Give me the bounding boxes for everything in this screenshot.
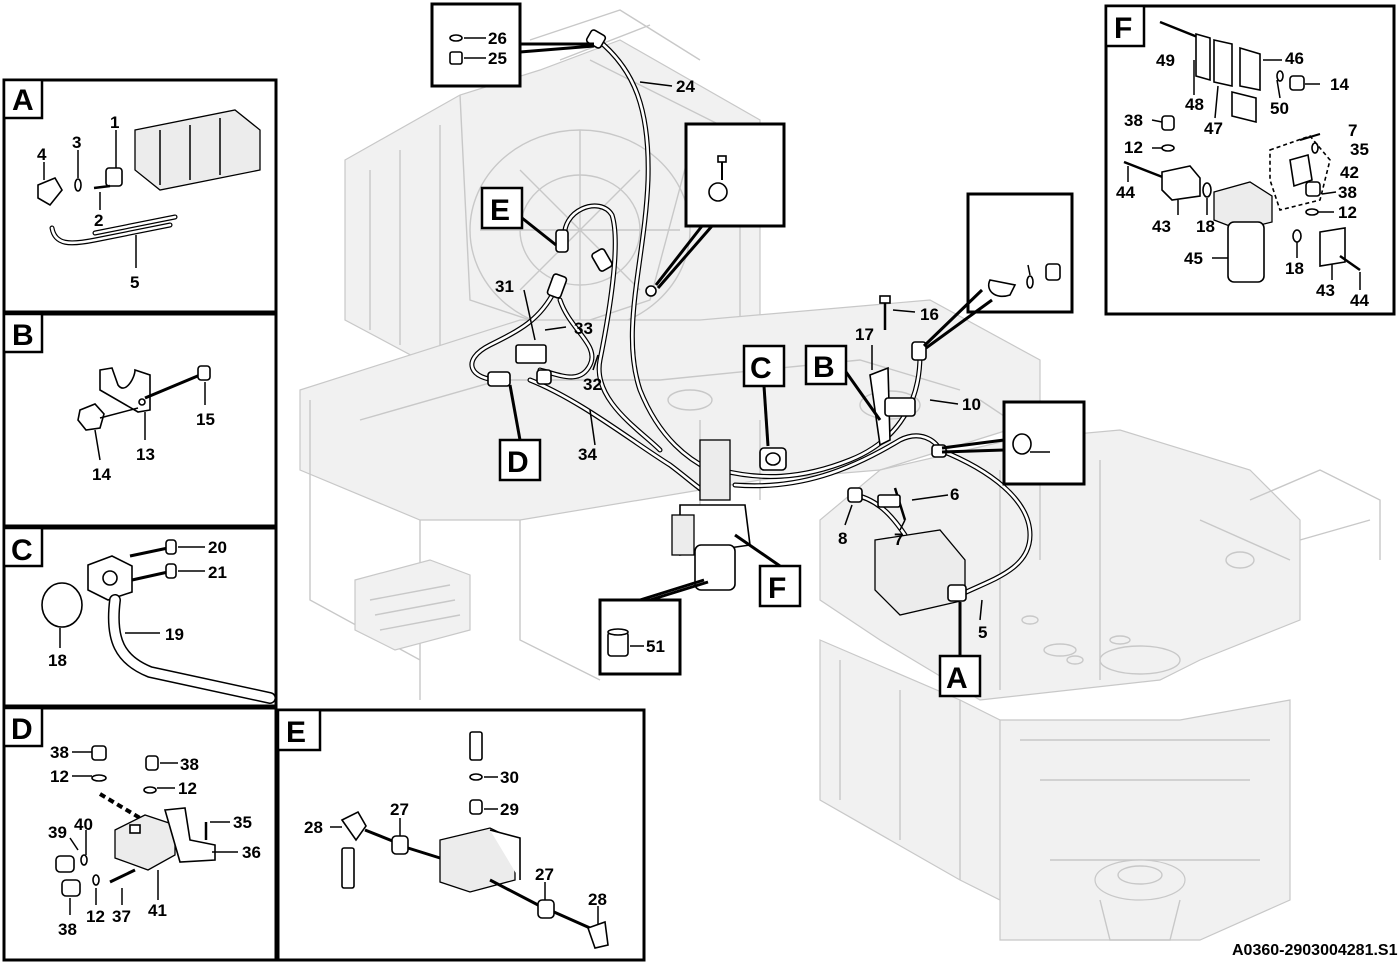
B-label-14: 14 (92, 465, 111, 484)
label-31: 31 (495, 277, 514, 296)
F-label-18a: 18 (1196, 217, 1215, 236)
C-label-21: 21 (208, 563, 227, 582)
label-33: 33 (574, 319, 593, 338)
D-label-41: 41 (148, 901, 167, 920)
D-label-38b: 38 (180, 755, 199, 774)
svg-text:E: E (286, 716, 306, 749)
F-label-48: 48 (1185, 95, 1204, 114)
hose-assembly (469, 37, 1033, 598)
F-label-18b: 18 (1285, 259, 1304, 278)
svg-text:C: C (11, 534, 33, 567)
B-label-13: 13 (136, 445, 155, 464)
E-label-29: 29 (500, 800, 519, 819)
tag-D: D (498, 384, 542, 482)
svg-text:B: B (813, 351, 835, 384)
D-label-35: 35 (233, 813, 252, 832)
label-51: 51 (646, 637, 665, 656)
svg-text:E: E (490, 194, 510, 227)
callout-box-9 (941, 400, 1086, 486)
F-label-43a: 43 (1152, 217, 1171, 236)
panel-E: E 30 29 28 27 27 28 (276, 708, 646, 962)
D-label-38c: 38 (58, 920, 77, 939)
D-label-12a: 12 (50, 767, 69, 786)
F-label-38a: 38 (1124, 111, 1143, 130)
F-label-46: 46 (1285, 49, 1304, 68)
label-17: 17 (855, 325, 874, 344)
F-label-47: 47 (1204, 119, 1223, 138)
E-label-30: 30 (500, 768, 519, 787)
E-label-28b: 28 (588, 890, 607, 909)
F-label-49: 49 (1156, 51, 1175, 70)
callout-box-51: 51 (598, 578, 709, 676)
B-label-15: 15 (196, 410, 215, 429)
D-label-38a: 38 (50, 743, 69, 762)
panel-C: C 20 21 19 18 (2, 526, 278, 708)
label-24: 24 (676, 77, 695, 96)
svg-text:F: F (768, 572, 786, 605)
tag-A: A (938, 602, 982, 698)
panel-D: D 38 12 38 12 35 39 40 36 38 1 (2, 706, 278, 962)
C-label-19: 19 (165, 625, 184, 644)
F-label-44b: 44 (1350, 291, 1369, 310)
main-leader-lines (523, 81, 1041, 621)
F-label-50: 50 (1270, 99, 1289, 118)
label-5-main: 5 (978, 623, 987, 642)
label-8: 8 (838, 529, 847, 548)
panel-A: A 1 3 4 2 5 (2, 78, 278, 314)
label-34: 34 (578, 445, 597, 464)
tag-B: B (804, 344, 882, 421)
D-label-12b: 12 (178, 779, 197, 798)
svg-text:D: D (11, 713, 33, 746)
D-label-40: 40 (74, 815, 93, 834)
callout-box-23-22 (654, 122, 786, 289)
A-label-2: 2 (94, 211, 103, 230)
F-label-43b: 43 (1316, 281, 1335, 300)
F-label-44a: 44 (1116, 183, 1135, 202)
tag-C: C (742, 344, 786, 447)
drawing-reference: A0360-2903004281.S1b (1232, 942, 1398, 959)
label-10: 10 (962, 395, 981, 414)
panel-B: B 15 13 14 (2, 312, 278, 528)
A-label-4: 4 (37, 145, 47, 164)
F-label-38b: 38 (1338, 183, 1357, 202)
D-label-39: 39 (48, 823, 67, 842)
E-label-28a: 28 (304, 818, 323, 837)
label-25: 25 (488, 49, 507, 68)
label-16: 16 (920, 305, 939, 324)
C-label-18: 18 (48, 651, 67, 670)
F-label-14: 14 (1330, 75, 1349, 94)
panel-F: F (1104, 4, 1396, 316)
svg-text:C: C (750, 352, 772, 385)
A-label-1: 1 (110, 113, 119, 132)
tag-F: F (734, 533, 802, 608)
label-6: 6 (950, 485, 959, 504)
F-label-12b: 12 (1338, 203, 1357, 222)
svg-text:B: B (12, 319, 34, 352)
F-label-7: 7 (1348, 121, 1357, 140)
F-label-45: 45 (1184, 249, 1203, 268)
F-label-12a: 12 (1124, 138, 1143, 157)
svg-text:D: D (507, 446, 529, 479)
svg-text:A: A (12, 84, 34, 117)
D-label-37: 37 (112, 907, 131, 926)
callout-box-12-11 (922, 192, 1074, 350)
F-label-42: 42 (1340, 163, 1359, 182)
F-label-35: 35 (1350, 140, 1369, 159)
svg-text:F: F (1114, 12, 1132, 45)
label-26: 26 (488, 29, 507, 48)
label-32: 32 (583, 375, 602, 394)
D-label-36: 36 (242, 843, 261, 862)
D-label-12c: 12 (86, 907, 105, 926)
A-label-5: 5 (130, 273, 139, 292)
svg-text:A: A (946, 662, 968, 695)
A-label-3: 3 (72, 133, 81, 152)
callout-box-26-25: 26 25 (430, 2, 595, 88)
main-fittings (487, 29, 967, 616)
label-7: 7 (894, 530, 903, 549)
E-label-27a: 27 (390, 800, 409, 819)
E-label-27b: 27 (535, 865, 554, 884)
tag-E: E (480, 186, 557, 247)
C-label-20: 20 (208, 538, 227, 557)
